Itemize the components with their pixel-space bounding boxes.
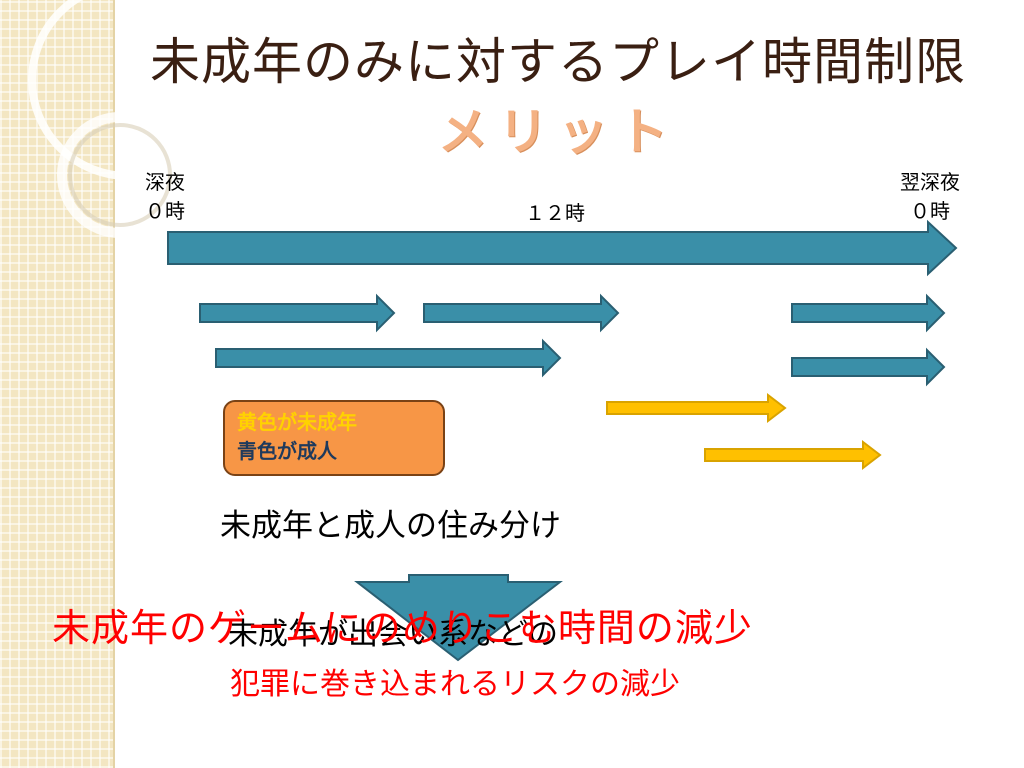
slide-title: 未成年のみに対するプレイ時間制限 <box>150 33 966 91</box>
adult-session-arrow <box>791 293 946 333</box>
benefit-line-2: 未成年が出会い系などの <box>228 617 558 652</box>
timeline-start-line2: ０時 <box>145 199 185 223</box>
separation-label: 未成年と成人の住み分け <box>220 508 561 544</box>
legend-box: 黄色が未成年 青色が成人 <box>223 400 445 476</box>
timeline-start-label: 深夜 ０時 <box>130 168 200 226</box>
legend-minor-text: 黄色が未成年 <box>237 410 357 434</box>
adult-session-arrow <box>199 293 396 333</box>
adult-session-arrow <box>423 293 620 333</box>
deco-ring-bottom <box>57 112 183 238</box>
benefit-headline: 未成年のゲームにのめりこむ時間の減少 <box>52 606 753 650</box>
adult-session-arrow <box>215 338 562 378</box>
slide-subtitle: メリット <box>438 103 678 161</box>
timeline-arrow <box>167 219 958 277</box>
down-arrow <box>354 574 563 662</box>
timeline-end-label: 翌深夜 ０時 <box>885 168 975 226</box>
legend-adult-text: 青色が成人 <box>237 439 337 463</box>
minor-session-arrow <box>704 439 882 471</box>
decorative-rings <box>28 0 228 238</box>
adult-session-arrow <box>791 347 946 387</box>
minor-session-arrow <box>606 392 787 424</box>
timeline-mid-label: １２時 <box>525 201 585 225</box>
deco-ring-top <box>28 0 228 180</box>
benefit-line-3: 犯罪に巻き込まれるリスクの減少 <box>230 667 680 702</box>
timeline-start-line1: 深夜 <box>145 170 185 194</box>
deco-ring-bottom-shade <box>68 123 172 227</box>
timeline-end-line2: ０時 <box>910 199 950 223</box>
timeline-end-line1: 翌深夜 <box>900 170 960 194</box>
